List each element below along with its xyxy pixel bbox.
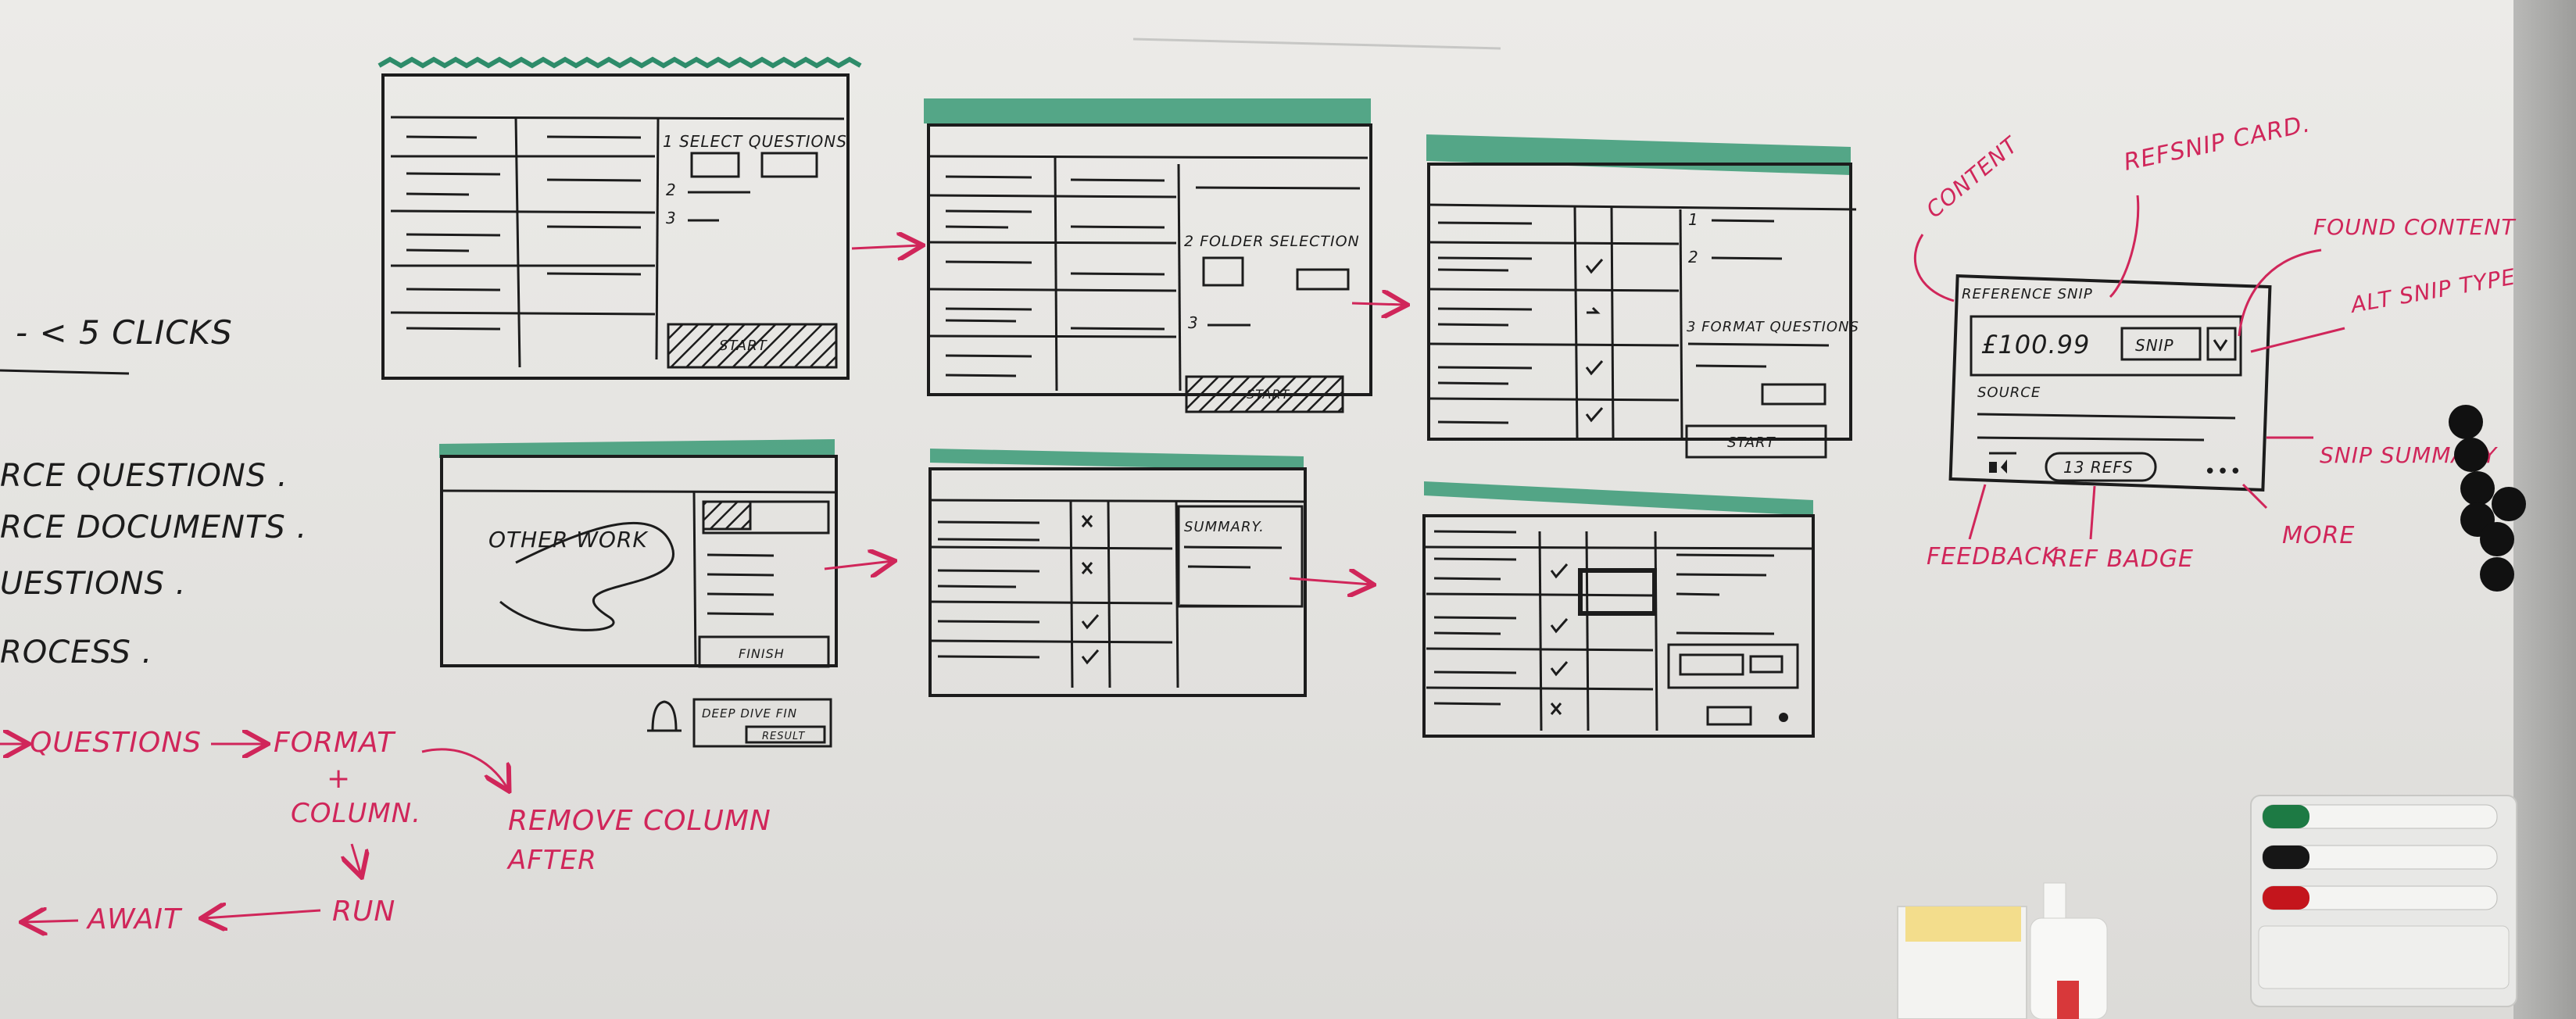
flow-remove-column: REMOVE COLUMN	[508, 805, 771, 837]
sketch2-n3: 3	[1188, 313, 1199, 332]
sketch1-step1: 1 SELECT QUESTIONS	[663, 132, 847, 151]
card-title: REFERENCE SNIP	[1962, 286, 2093, 302]
note-line-3: UESTIONS .	[0, 566, 186, 602]
flow-plus: +	[327, 763, 351, 795]
sketch3-n1: 1	[1688, 210, 1699, 229]
spray-bottle	[2030, 883, 2107, 1019]
arrow-1-2	[852, 245, 921, 248]
thumbs-icon	[1989, 459, 2007, 474]
sketch3-step3: 3 FORMAT QUESTIONS	[1687, 319, 1859, 335]
process-flow	[0, 744, 508, 922]
sketch-snip-cards	[1424, 481, 1813, 736]
card-amount: £100.99	[1981, 330, 2090, 359]
sponge-holder	[1898, 906, 2027, 1019]
note-line-2: RCE DOCUMENTS .	[0, 510, 307, 545]
sketch-select-questions: 1 SELECT QUESTIONS 2 3 START	[379, 59, 860, 378]
card-refs-badge: 13 REFS	[2063, 458, 2134, 477]
sketch4-toast: DEEP DIVE FIN	[702, 706, 797, 720]
bell-icon	[647, 702, 682, 731]
anno-alt-snip-type: ALT SNIP TYPE	[2348, 263, 2518, 318]
card-source: SOURCE	[1977, 384, 2041, 401]
sketch1-n3: 3	[666, 209, 677, 227]
flow-format: FORMAT	[274, 727, 396, 759]
arrow-2-3	[1352, 303, 1405, 305]
marker-tray	[2251, 796, 2517, 1006]
sketch4-toast-btn: RESULT	[762, 731, 805, 742]
card-more-dots: •••	[2204, 460, 2242, 484]
note-line-1: RCE QUESTIONS .	[0, 458, 288, 494]
sketch-folder-selection: 2 FOLDER SELECTION 3 START	[924, 98, 1371, 412]
flow-run: RUN	[332, 896, 395, 928]
anno-card: REFSNIP CARD.	[2121, 110, 2313, 177]
sketch-format-questions: 1 2 3 FORMAT QUESTIONS START	[1426, 134, 1859, 457]
flow-await: AWAIT	[86, 903, 183, 935]
card-snip-btn: SNIP	[2135, 336, 2174, 355]
sketch5-summary: SUMMARY.	[1184, 519, 1265, 535]
magnets	[2449, 405, 2526, 592]
chevron-down-icon	[2214, 340, 2227, 349]
sketch3-start: START	[1727, 434, 1776, 451]
anno-found-content: FOUND CONTENT	[2313, 214, 2516, 240]
refsnip-card-sketch: REFERENCE SNIP £100.99 SNIP SOURCE 13 RE…	[1915, 110, 2517, 573]
anno-feedback: FEEDBACK	[1927, 543, 2059, 570]
anno-content: CONTENT	[1921, 131, 2023, 223]
ghost-line	[1133, 39, 1501, 48]
sketch-summary-table: SUMMARY.	[930, 449, 1305, 695]
flow-column: COLUMN.	[291, 798, 421, 829]
anno-ref-badge: REF BADGE	[2052, 545, 2194, 573]
sketch2-step2: 2 FOLDER SELECTION	[1184, 233, 1360, 250]
sketch4-finish: FINISH	[739, 646, 785, 661]
sketch1-n2: 2	[666, 181, 677, 199]
left-notes: - < 5 CLICKS RCE QUESTIONS . RCE DOCUMEN…	[0, 313, 307, 670]
sketch2-start: START	[1247, 387, 1290, 402]
sketch3-n2: 2	[1688, 248, 1699, 266]
sketch1-start: START	[719, 338, 768, 354]
flow-after: AFTER	[506, 845, 597, 876]
note-line-4: ROCESS .	[0, 635, 152, 670]
sketch-other-work: OTHER WORK FINISH DEEP DIVE FIN RESULT	[439, 439, 836, 746]
flow-questions: QUESTIONS	[30, 727, 202, 759]
clicks-note: - < 5 CLICKS	[16, 313, 233, 352]
anno-more: MORE	[2282, 522, 2355, 549]
